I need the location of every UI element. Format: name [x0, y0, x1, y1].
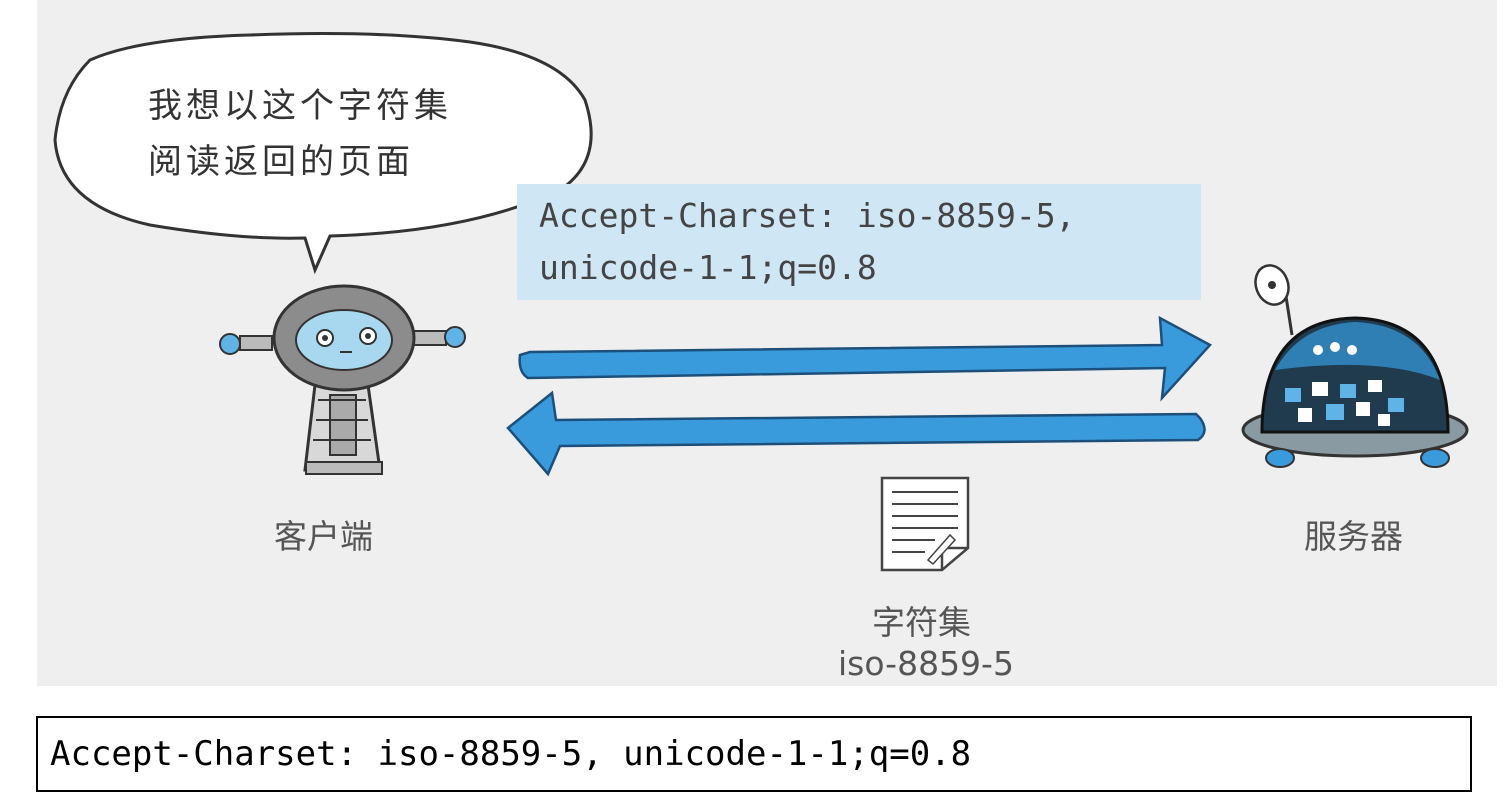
request-arrow	[518, 315, 1212, 402]
request-header-line-1: Accept-Charset: iso-8859-5,	[539, 196, 1076, 235]
speech-bubble-line-1: 我想以这个字符集	[148, 86, 452, 126]
response-arrow	[506, 390, 1206, 477]
code-text: Accept-Charset: iso-8859-5, unicode-1-1;…	[50, 734, 972, 774]
speech-bubble-line-2: 阅读返回的页面	[148, 142, 414, 182]
client-robot-icon	[219, 284, 466, 475]
client-label: 客户端	[274, 517, 373, 556]
document-icon	[880, 476, 970, 572]
code-box: Accept-Charset: iso-8859-5, unicode-1-1;…	[36, 716, 1472, 792]
request-header-line-2: unicode-1-1;q=0.8	[539, 248, 877, 287]
server-label: 服务器	[1304, 517, 1403, 556]
request-header-box	[517, 184, 1201, 300]
server-robot-icon	[1241, 264, 1469, 468]
charset-label: 字符集	[872, 603, 971, 642]
charset-value: iso-8859-5	[838, 644, 1014, 683]
